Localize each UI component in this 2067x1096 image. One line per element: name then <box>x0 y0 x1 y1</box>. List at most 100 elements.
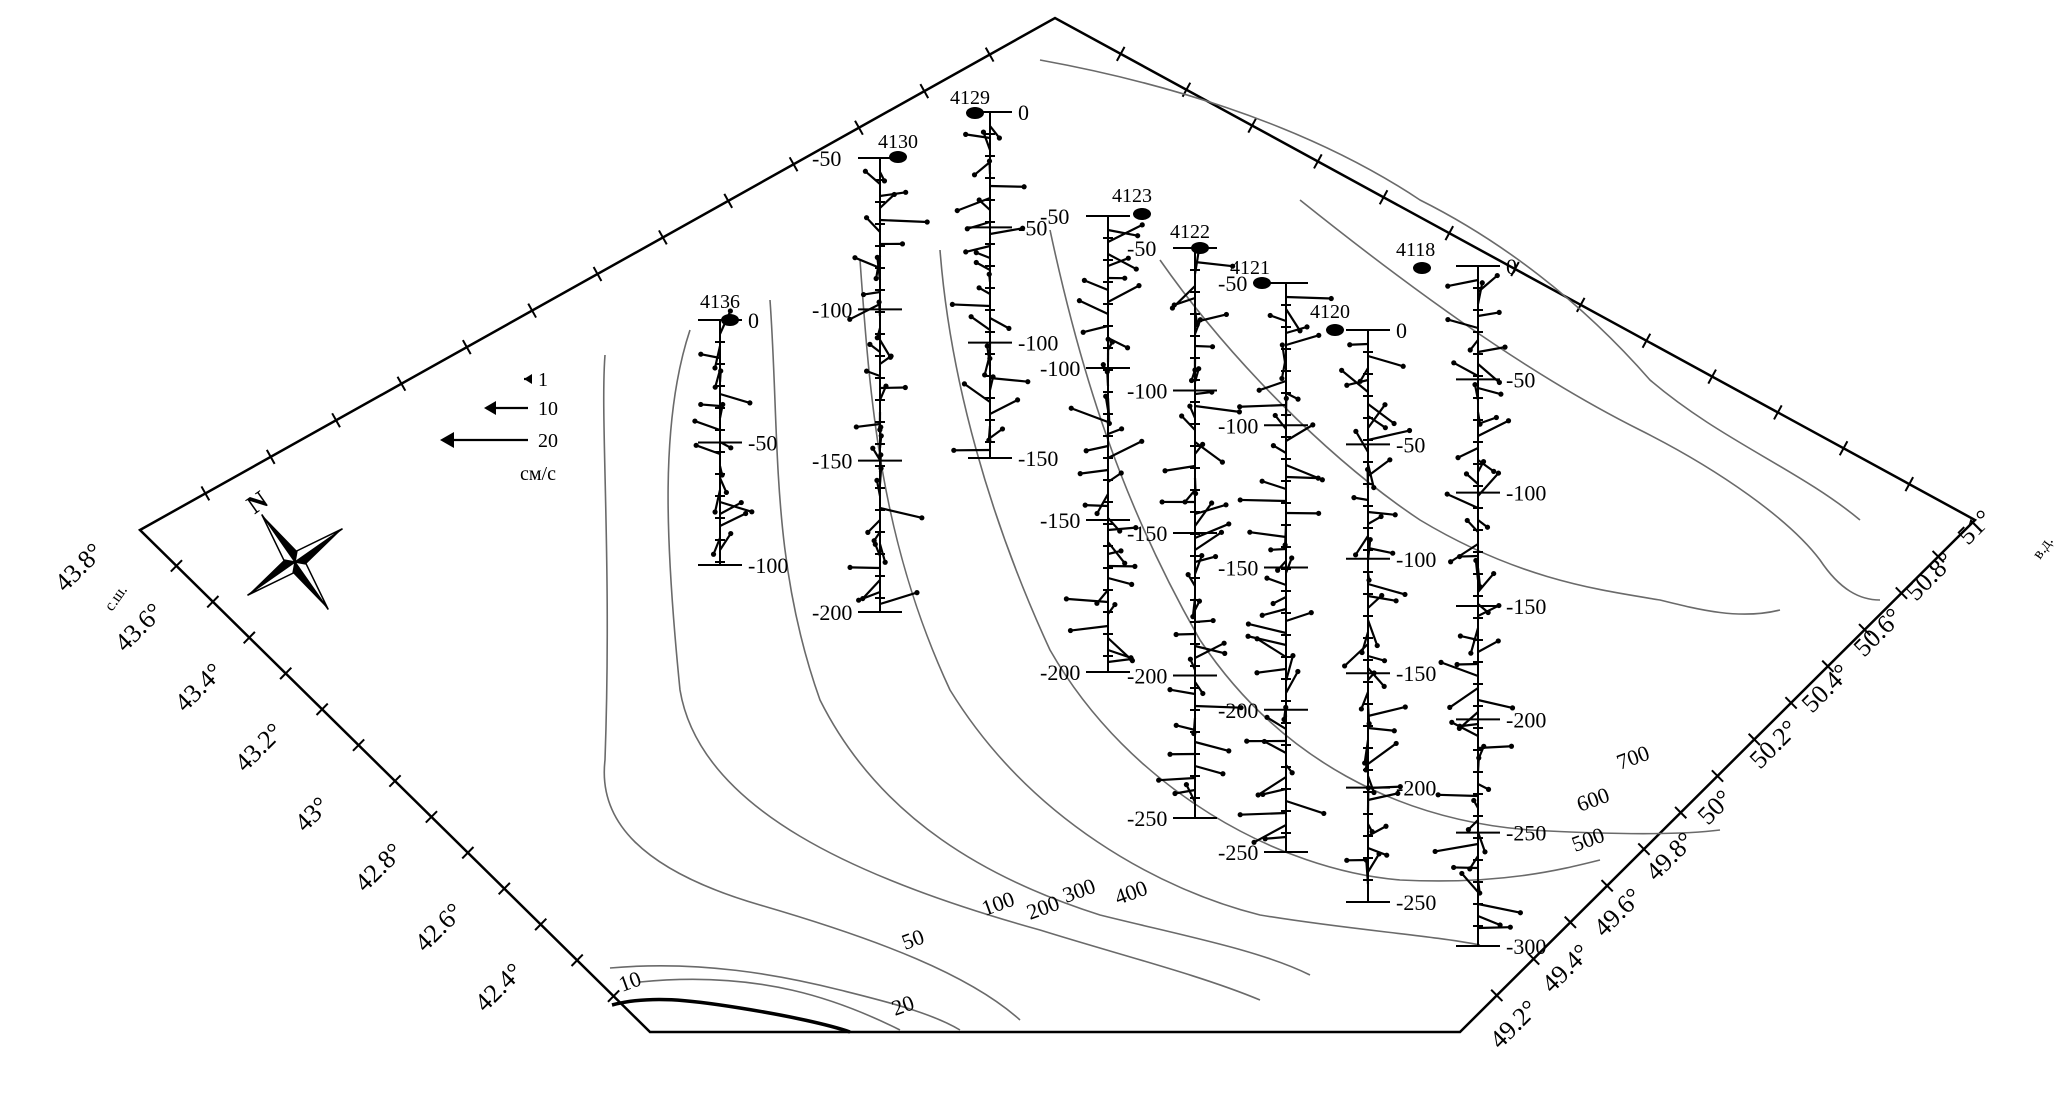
vector-head <box>986 271 992 277</box>
frame-tick <box>1576 297 1586 313</box>
vector-head <box>973 250 979 256</box>
current-vector <box>854 256 881 270</box>
current-vector <box>865 216 881 233</box>
vector-head <box>1491 570 1497 577</box>
vector-head <box>1468 650 1474 656</box>
vector-head <box>1083 448 1089 454</box>
current-vector <box>1446 493 1479 510</box>
vector-head <box>1132 563 1138 569</box>
vector-head <box>1270 600 1276 607</box>
vector-head <box>1025 379 1031 385</box>
current-vector <box>879 591 918 606</box>
vector-head <box>1118 470 1124 476</box>
frame-tick <box>170 559 183 573</box>
vector-head <box>881 178 888 184</box>
vector-head <box>996 135 1002 141</box>
vector-head <box>899 241 906 247</box>
frame-tick <box>1564 915 1577 929</box>
vector-head <box>1363 857 1369 863</box>
station-marker <box>1133 208 1151 220</box>
frame-tick <box>1247 118 1257 134</box>
station-id: 4122 <box>1170 221 1210 243</box>
current-vector <box>1364 751 1370 771</box>
isobath-label-700: 700 <box>1613 740 1653 775</box>
north-label: N <box>241 485 273 520</box>
isobath-label-300: 300 <box>1059 873 1099 908</box>
current-vector <box>1107 228 1138 237</box>
vector-head <box>1481 743 1487 749</box>
current-vector <box>1457 447 1479 459</box>
vector-head <box>1496 309 1502 316</box>
current-vector <box>1367 853 1380 873</box>
vector-head <box>1200 690 1206 697</box>
vector-head <box>1262 836 1268 842</box>
legend-label-10: 10 <box>538 398 558 420</box>
current-vector <box>1263 740 1287 754</box>
current-vector <box>700 403 721 408</box>
current-vector <box>1367 846 1388 857</box>
current-vector <box>1274 414 1287 430</box>
frame-tick <box>1313 153 1323 169</box>
isobath-300 <box>859 259 1481 946</box>
current-vector <box>1253 824 1287 844</box>
isobath-deep <box>1039 59 1861 521</box>
lon-label: 50.2° <box>1744 714 1804 774</box>
depth-label: -50 <box>1396 432 1425 457</box>
frame-tick <box>265 449 276 465</box>
current-vector <box>975 261 991 271</box>
frame-tick <box>1838 440 1849 456</box>
frame-tick <box>1637 842 1651 856</box>
vector-head <box>1328 295 1334 302</box>
vector-head <box>1191 730 1197 737</box>
station-4122: 4122-50-100-150-200-250 <box>1127 221 1244 831</box>
current-vector <box>879 506 923 519</box>
current-vector <box>858 590 881 602</box>
vector-head <box>1167 751 1173 757</box>
vector-head <box>1482 849 1488 855</box>
current-vector <box>1367 458 1391 477</box>
vector-head <box>1218 529 1225 535</box>
vector-head <box>1081 277 1087 283</box>
vector-head <box>1457 633 1463 639</box>
vector-head <box>1397 784 1403 790</box>
vector-head <box>1496 379 1502 386</box>
current-vector <box>1175 724 1196 732</box>
vector-head <box>1456 553 1463 560</box>
current-vector <box>1265 835 1287 840</box>
vector-head <box>963 131 969 137</box>
vector-head <box>1308 610 1314 616</box>
lon-label: 50.8° <box>1900 546 1960 606</box>
vector-head <box>1508 743 1515 749</box>
depth-label: -150 <box>1396 661 1436 686</box>
vector-head <box>1319 477 1325 483</box>
depth-label: 0 <box>748 308 759 333</box>
current-vector <box>1066 597 1109 604</box>
coastline <box>611 997 851 1034</box>
vector-head <box>1259 478 1265 484</box>
vector-head <box>1156 777 1162 783</box>
frame-tick <box>461 846 475 860</box>
vector-head <box>1268 547 1274 553</box>
current-vector <box>1367 825 1387 837</box>
frame-tick <box>1707 369 1717 385</box>
current-vector <box>1284 557 1293 574</box>
current-vector <box>1194 642 1225 659</box>
isobath-label-50: 50 <box>898 924 927 955</box>
vector-head <box>1226 521 1232 527</box>
lon-label: 50.6° <box>1848 602 1908 662</box>
vector-head <box>1484 524 1491 530</box>
vector-head <box>986 158 993 164</box>
vector-head <box>883 383 889 389</box>
vector-head <box>1365 785 1371 791</box>
vector-head <box>698 401 704 408</box>
current-vector <box>695 444 721 456</box>
vector-head <box>1353 552 1359 558</box>
vector-head <box>1365 466 1371 473</box>
current-vector <box>1285 308 1301 332</box>
vector-head <box>874 477 880 483</box>
vector-head <box>1255 792 1261 798</box>
depth-label: -100 <box>748 553 788 578</box>
current-vector <box>1477 604 1500 617</box>
station-marker <box>1326 324 1344 336</box>
current-vector <box>1107 648 1132 659</box>
